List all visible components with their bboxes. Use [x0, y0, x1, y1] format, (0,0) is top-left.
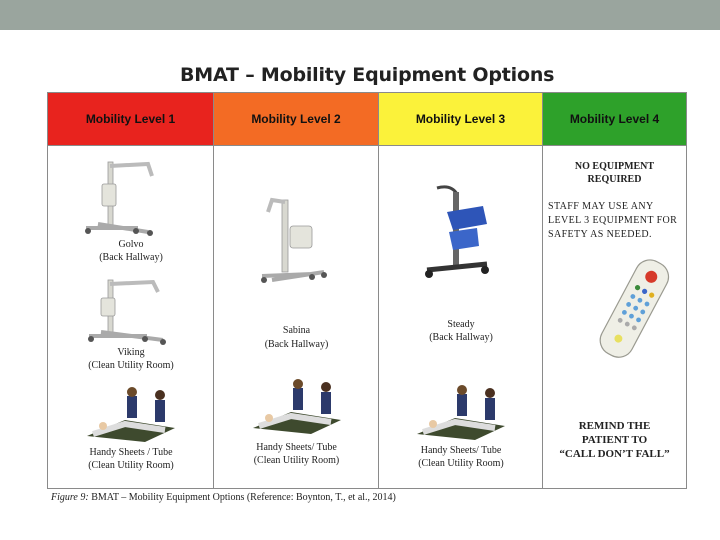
- column-level-4: NO EQUIPMENT REQUIRED STAFF MAY USE ANY …: [543, 146, 686, 488]
- golvo-lift-image: [85, 161, 154, 236]
- header-level-3: Mobility Level 3: [379, 93, 543, 146]
- header-level-4: Mobility Level 4: [543, 93, 686, 146]
- steady-lift-image: [425, 185, 489, 278]
- figure-caption-number: Figure 9:: [51, 492, 89, 503]
- sabina-location: (Back Hallway): [264, 339, 329, 350]
- sabina-lift-image: [261, 197, 327, 283]
- remind-line-1: REMIND THE: [578, 420, 651, 432]
- remind-line-3: “CALL DON’T FALL”: [559, 448, 670, 460]
- no-equipment-line-1: NO EQUIPMENT: [574, 161, 655, 172]
- handy-sheets-location-3: (Clean Utility Room): [418, 458, 504, 469]
- golvo-location: (Back Hallway): [99, 252, 163, 263]
- handy-sheets-name-1: Handy Sheets / Tube: [89, 447, 173, 458]
- handy-sheets-image-3: [417, 385, 505, 440]
- steady-name: Steady: [447, 319, 475, 330]
- page-title: BMAT – Mobility Equipment Options: [180, 64, 555, 86]
- handy-sheets-location-1: (Clean Utility Room): [88, 460, 174, 471]
- viking-lift-image: [88, 279, 166, 345]
- steady-location: (Back Hallway): [429, 332, 493, 343]
- handy-sheets-image-2: [253, 379, 341, 434]
- figure-caption-text: BMAT – Mobility Equipment Options (Refer…: [88, 492, 396, 503]
- handy-sheets-name-3: Handy Sheets/ Tube: [420, 445, 502, 456]
- handy-sheets-name-2: Handy Sheets/ Tube: [256, 442, 337, 453]
- header-level-2: Mobility Level 2: [214, 93, 379, 146]
- staff-note-line-3: SAFETY AS NEEDED.: [548, 229, 652, 240]
- call-button-remote-image: [599, 259, 670, 358]
- figure-caption: Figure 9: BMAT – Mobility Equipment Opti…: [51, 492, 396, 503]
- viking-location: (Clean Utility Room): [88, 360, 174, 371]
- handy-sheets-location-2: (Clean Utility Room): [253, 455, 340, 466]
- column-level-3: Steady (Back Hallway) Handy Sheets/ Tube…: [379, 146, 543, 488]
- top-banner: [0, 0, 720, 30]
- golvo-name: Golvo: [118, 239, 144, 250]
- no-equipment-line-2: REQUIRED: [587, 174, 642, 185]
- header-level-1: Mobility Level 1: [48, 93, 214, 146]
- column-level-2: Sabina (Back Hallway) Handy Sheets/ Tube…: [214, 146, 379, 488]
- column-level-1: Golvo (Back Hallway) Viking (Clean Utili…: [48, 146, 214, 488]
- remind-line-2: PATIENT TO: [581, 434, 648, 446]
- sabina-name: Sabina: [282, 325, 311, 336]
- handy-sheets-image-1: [87, 387, 175, 442]
- equipment-table: Mobility Level 1 Mobility Level 2 Mobili…: [47, 92, 687, 489]
- staff-note-line-2: LEVEL 3 EQUIPMENT FOR: [548, 215, 678, 226]
- viking-name: Viking: [117, 347, 145, 358]
- staff-note-line-1: STAFF MAY USE ANY: [548, 201, 654, 212]
